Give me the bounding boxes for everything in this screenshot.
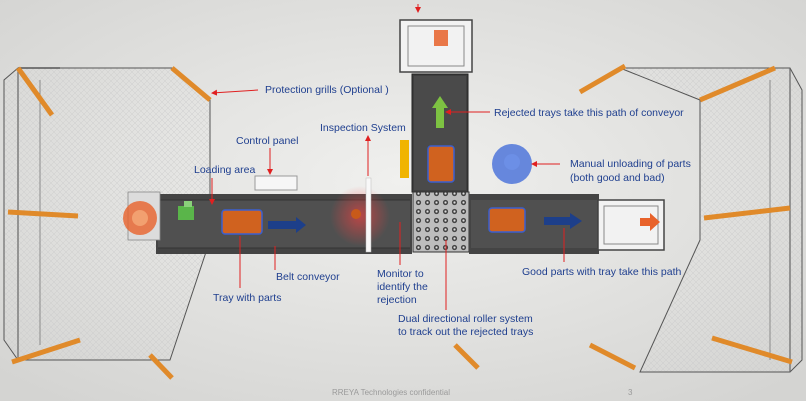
- dual-directional-roller-system: [412, 191, 470, 253]
- label-good-parts: Good parts with tray take this path: [522, 266, 682, 278]
- label-monitor-line2: identify the: [377, 281, 428, 293]
- good-unload-station: [597, 199, 665, 251]
- label-control-panel: Control panel: [236, 135, 299, 147]
- good-direction-arrow: [544, 213, 582, 229]
- footer-confidential: RREYA Technologies confidential: [332, 388, 450, 397]
- label-loading-area: Loading area: [194, 164, 256, 176]
- manual-unloading-operator: [492, 144, 532, 184]
- loading-area: [123, 191, 194, 241]
- label-monitor-line1: Monitor to: [377, 268, 424, 280]
- reject-direction-arrow: [432, 96, 448, 128]
- label-roller-line1: Dual directional roller system: [398, 313, 533, 325]
- reject-conveyor: [400, 73, 469, 193]
- right-protection-grill: [453, 63, 803, 373]
- control-panel: [254, 175, 298, 191]
- label-belt-conveyor: Belt conveyor: [276, 271, 340, 283]
- page-number: 3: [628, 388, 633, 397]
- inspection-system: [330, 177, 390, 253]
- label-manual-unloading-sub: (both good and bad): [570, 172, 665, 184]
- left-protection-grill: [3, 66, 212, 380]
- good-parts-conveyor: [469, 194, 599, 254]
- label-monitor-line3: rejection: [377, 294, 417, 306]
- callout-lines: [209, 4, 565, 310]
- label-roller-line2: to track out the rejected trays: [398, 326, 534, 338]
- label-manual-unloading: Manual unloading of parts: [570, 158, 691, 170]
- label-inspection-system: Inspection System: [320, 122, 406, 134]
- belt-direction-arrow: [268, 217, 306, 233]
- reject-unload-station: [399, 19, 473, 73]
- label-protection-grills: Protection grills (Optional ): [265, 84, 389, 96]
- label-tray-with-parts: Tray with parts: [213, 292, 282, 304]
- tray-with-parts: [221, 209, 263, 235]
- label-rejected-path: Rejected trays take this path of conveyo…: [494, 107, 684, 119]
